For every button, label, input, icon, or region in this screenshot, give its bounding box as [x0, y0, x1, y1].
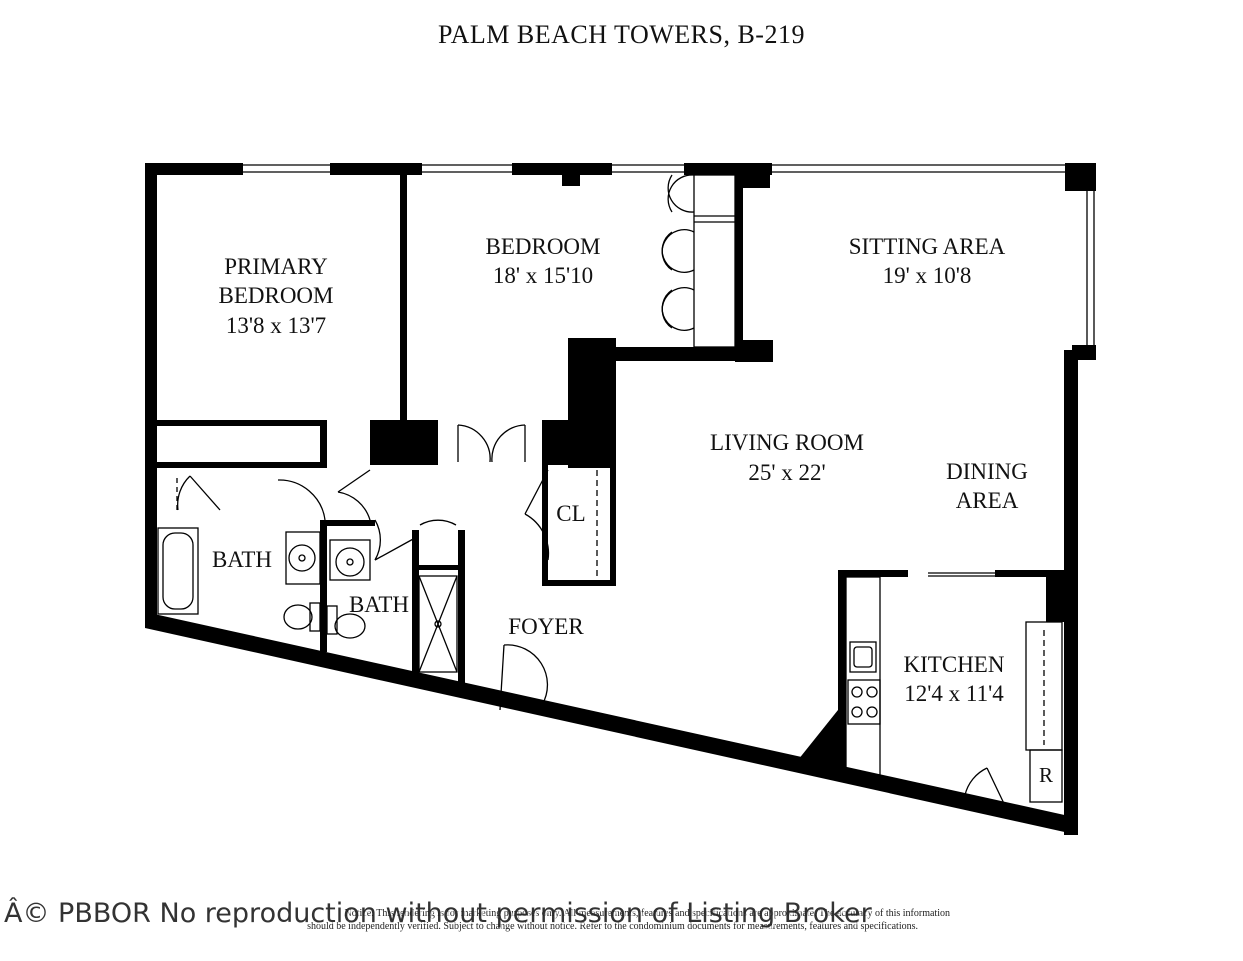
- dining-area-label-2: AREA: [956, 488, 1019, 513]
- dining-area-label-1: DINING: [946, 459, 1028, 484]
- wall-primary-closet-end: [320, 420, 327, 468]
- notice-line-2: should be independently verified. Subjec…: [307, 921, 918, 932]
- wall-bath2-right: [412, 530, 419, 675]
- closet-label: CL: [556, 501, 585, 526]
- wall-cl-bottom: [542, 580, 616, 586]
- wall-closet-side: [735, 170, 743, 360]
- wall-bath-divider: [320, 520, 327, 652]
- sitting-area-label: SITTING AREA: [849, 234, 1006, 259]
- wall-pier-2: [740, 170, 770, 188]
- primary-bedroom-size: 13'8 x 13'7: [226, 313, 326, 338]
- foyer-label: FOYER: [508, 614, 584, 639]
- wall-right-top: [1086, 163, 1096, 191]
- wall-top-1: [145, 163, 243, 175]
- living-room-label: LIVING ROOM: [710, 430, 864, 455]
- wall-cl-right: [610, 462, 616, 586]
- wall-kitchen-left: [838, 570, 846, 775]
- wall-pier: [562, 170, 580, 186]
- wall-left: [145, 163, 157, 623]
- wall-bedroom-divider: [400, 170, 407, 422]
- wall-right: [1064, 350, 1078, 835]
- wall-bath1-top: [157, 462, 327, 468]
- wall-kitchen-top-left: [838, 570, 908, 577]
- wall-kitchen-top-right: [995, 570, 1070, 577]
- watermark-shadow: Â© PBBOR No reproduction without permiss…: [6, 900, 874, 931]
- wall-top-2: [330, 163, 422, 175]
- wall-primary-closet-top: [157, 420, 327, 426]
- bath-1-label: BATH: [212, 547, 272, 572]
- wall-top-3: [512, 163, 612, 175]
- column-kitchen-triangle: [790, 700, 846, 780]
- living-room-size: 25' x 22': [748, 460, 825, 485]
- wall-cl-left: [542, 462, 548, 586]
- copyright-watermark: Â© PBBOR No reproduction without permiss…: [4, 898, 872, 929]
- wall-kitchen-corner: [1046, 570, 1066, 622]
- wall-shower-top: [412, 565, 464, 570]
- walls: [145, 163, 1096, 835]
- wall-shower-right: [458, 530, 465, 685]
- refrigerator-label: R: [1039, 763, 1053, 787]
- bath-2-label: BATH: [349, 592, 409, 617]
- plan-title: PALM BEACH TOWERS, B-219: [438, 20, 805, 49]
- column-sitting: [735, 340, 773, 362]
- kitchen-size: 12'4 x 11'4: [904, 681, 1004, 706]
- notice-line-1: Notice: This rendering is for marketing …: [345, 908, 950, 919]
- column-hall-left: [370, 420, 438, 465]
- kitchen-label: KITCHEN: [904, 652, 1005, 677]
- bedroom-label: BEDROOM: [485, 234, 600, 259]
- fixtures: [157, 164, 1095, 813]
- wall-bedroom-bottom: [570, 347, 770, 361]
- bedroom-size: 18' x 15'10: [493, 263, 593, 288]
- wall-bottom-diagonal: [145, 612, 1078, 835]
- sitting-area-size: 19' x 10'8: [883, 263, 972, 288]
- primary-bedroom-label-2: BEDROOM: [218, 283, 333, 308]
- primary-bedroom-label-1: PRIMARY: [224, 254, 328, 279]
- wall-bath2-top: [320, 520, 375, 526]
